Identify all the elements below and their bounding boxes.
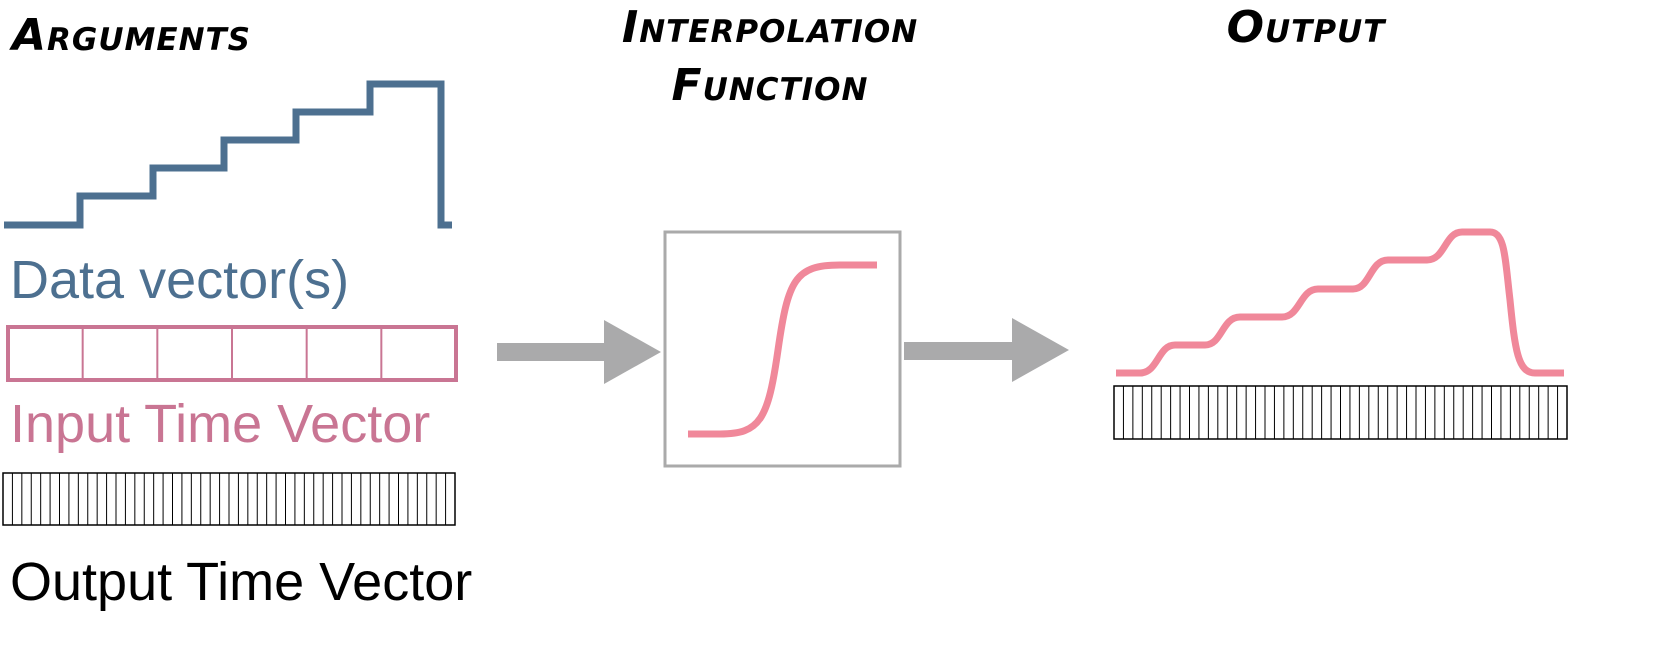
heading-function: Function [672, 60, 869, 111]
input-time-vector-label: Input Time Vector [10, 394, 430, 454]
arrow-right-icon [904, 318, 1069, 382]
heading-interpolation: Interpolation [622, 2, 918, 53]
step-signal-icon [4, 80, 452, 229]
sigmoid-curve-icon [688, 261, 877, 438]
heading-output: Output [1227, 2, 1388, 53]
output-time-vector [1113, 385, 1568, 440]
heading-arguments: Arguments [9, 10, 251, 61]
input-time-vector [6, 325, 458, 382]
smoothed-signal-icon [1116, 228, 1564, 377]
data-vectors-label: Data vector(s) [10, 250, 349, 310]
output-time-vector [2, 472, 456, 526]
output-time-vector-label: Output Time Vector [10, 552, 472, 612]
arrow-right-icon [497, 320, 661, 384]
interpolation-function-box [663, 230, 902, 468]
